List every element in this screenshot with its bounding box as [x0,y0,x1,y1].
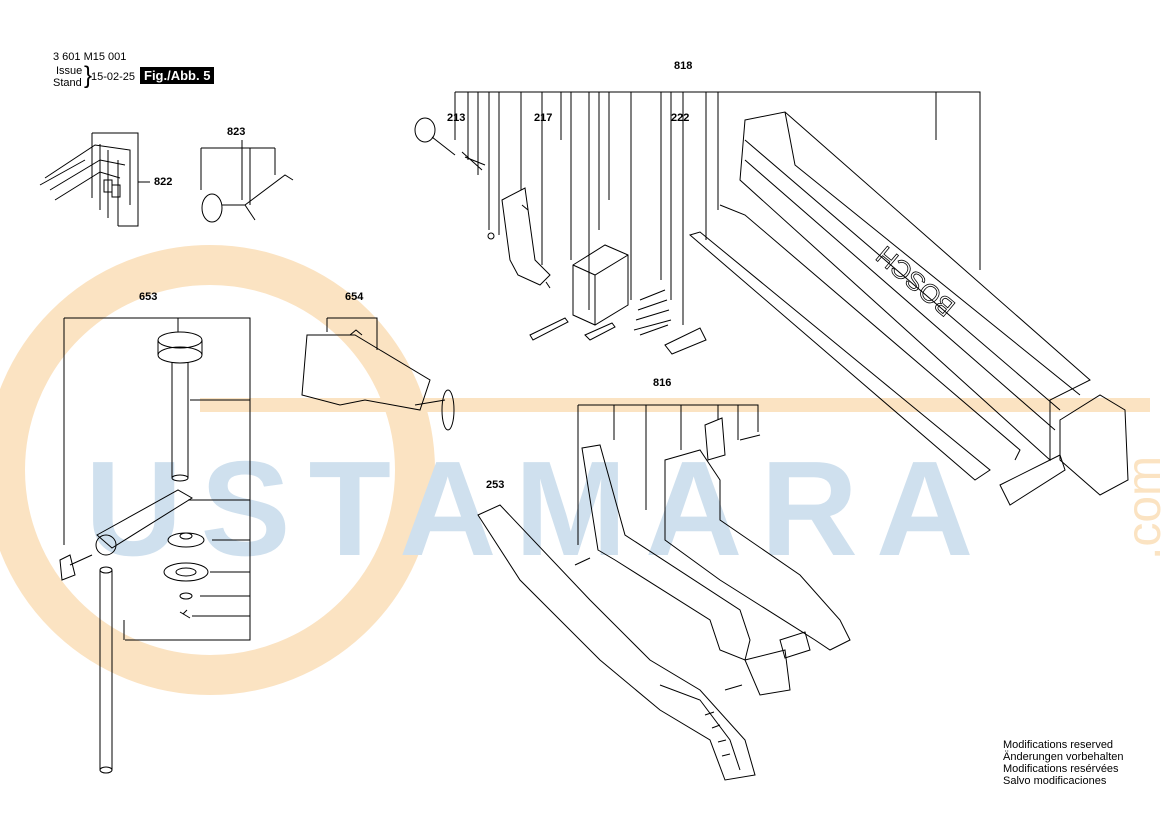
part-823-spring-pin [200,140,294,223]
part-217-bracket [501,187,551,289]
label-653: 653 [139,291,158,303]
note-es: Salvo modificaciones [1003,775,1107,787]
label-816: 816 [653,377,672,389]
label-253: 253 [486,479,505,491]
part-818-leaders [454,91,981,325]
label-654: 654 [345,291,364,303]
part-fence-rail [688,111,1129,506]
watermark-ring [0,245,435,695]
label-213: 213 [447,112,466,124]
watermark-text: USTAMARA [85,433,991,584]
label-222: 222 [671,112,690,124]
document-number: 3 601 M15 001 [53,51,127,63]
brace: } [84,62,93,89]
note-de: Änderungen vorbehalten [1003,751,1124,763]
modification-notes: Modifications reserved Änderungen vorbeh… [1003,739,1123,787]
part-654-guard [301,317,455,431]
part-653-stop-rod [59,331,209,774]
part-822-wire-bracket [39,132,150,227]
note-en: Modifications reserved [1003,739,1114,751]
label-818: 818 [674,60,693,72]
part-213-knob [414,117,495,240]
issue-label: Issue [56,65,83,77]
watermark: USTAMARA .com [0,245,1169,695]
part-653-leaders [63,317,251,641]
part-222-spring-clamp [633,289,707,355]
part-816-leaders [577,404,759,545]
issue-date: 15-02-25 [91,71,136,83]
watermark-suffix: .com [1118,456,1169,560]
note-fr: Modifications resérvées [1003,763,1119,775]
label-822: 822 [154,176,173,188]
label-823: 823 [227,126,246,138]
label-217: 217 [534,112,553,124]
figure-label: Fig./Abb. 5 [140,67,215,84]
part-253-handle [477,504,756,781]
part-816-arm [574,417,851,696]
stand-label: Stand [53,77,82,89]
part-lock-block [529,244,629,341]
